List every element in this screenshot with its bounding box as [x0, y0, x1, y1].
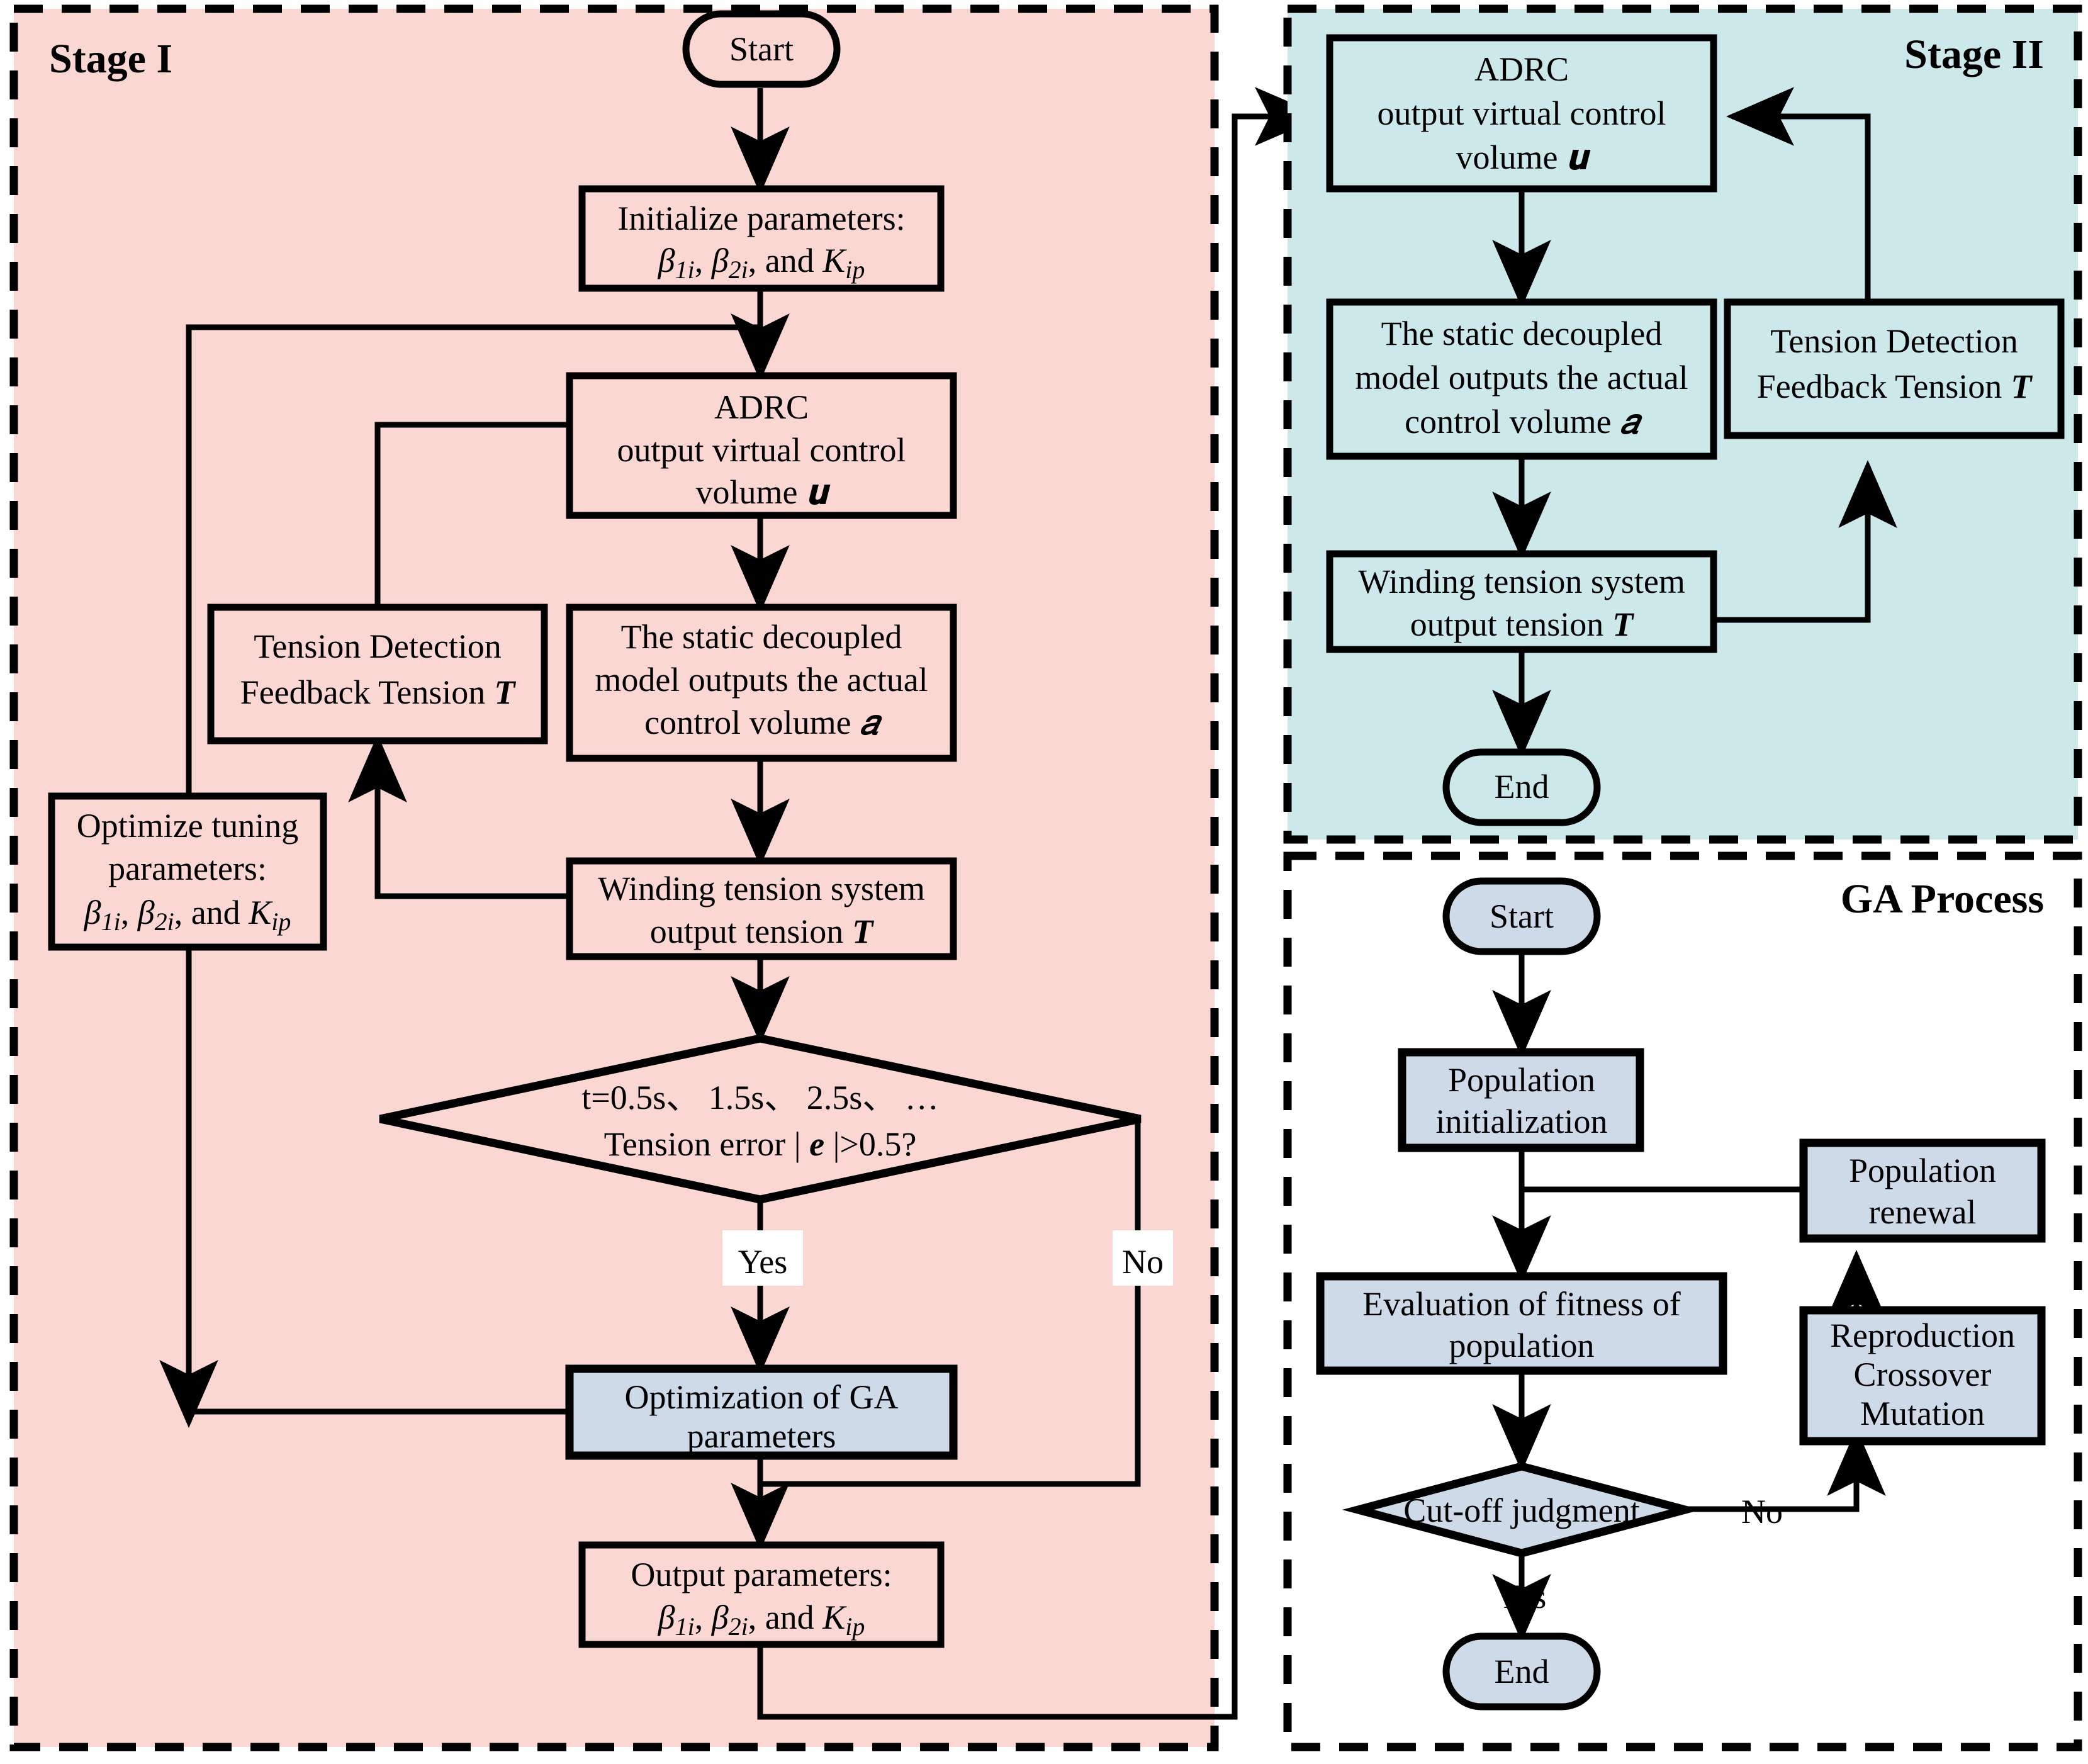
stage1-decision-line1: t=0.5s、 1.5s、 2.5s、 … [581, 1079, 939, 1116]
ga-cutoff-node[interactable]: Cut-off judgment [1342, 1462, 1702, 1558]
stage1-yes-label: Yes [722, 1230, 803, 1286]
stage2-tension-line1: Tension Detection [1770, 322, 2018, 360]
ga-pop-renewal-line1: Population [1849, 1152, 1996, 1189]
stage1-static-decoupled-node[interactable]: The static decoupled model outputs the a… [566, 604, 957, 762]
stage1-ga-optimization-node[interactable]: Optimization of GA parameters [565, 1364, 958, 1460]
stage1-static-line1: The static decoupled [621, 618, 902, 656]
stage2-winding-line1: Winding tension system [1358, 563, 1685, 600]
stage1-initialize-line1: Initialize parameters: [617, 199, 905, 237]
stage1-decision-node[interactable]: t=0.5s、 1.5s、 2.5s、 … Tension error | e … [379, 1034, 1142, 1204]
stage1-start-label: Start [729, 30, 794, 68]
ga-reproduction-line2: Crossover [1854, 1356, 1992, 1393]
stage1-optimize-line2: parameters: [108, 850, 267, 887]
ga-reproduction-line1: Reproduction [1830, 1317, 2015, 1354]
stage1-decision-line2: Tension error | e |>0.5? [604, 1125, 917, 1163]
ga-reproduction-node[interactable]: Reproduction Crossover Mutation [1799, 1306, 2046, 1446]
ga-evaluation-node[interactable]: Evaluation of fitness of population [1316, 1272, 1727, 1375]
stage-1-panel: Stage I [9, 4, 1323, 1751]
stage1-static-line2: model outputs the actual [595, 661, 928, 699]
stage-2-panel: Stage II ADRC output virtual control vol… [1283, 4, 2082, 844]
stage-1-title: Stage I [49, 36, 172, 82]
stage1-yes-text: Yes [738, 1243, 788, 1281]
ga-end-node[interactable]: End [1442, 1632, 1601, 1711]
stage1-adrc-line1: ADRC [714, 388, 809, 426]
stage1-output-line2: β1i, β2i, and Kip [658, 1598, 865, 1641]
stage1-no-label: No [1113, 1230, 1173, 1286]
stage1-start-node[interactable]: Start [682, 10, 841, 88]
stage1-initialize-node[interactable]: Initialize parameters: β1i, β2i, and Kip [578, 185, 945, 292]
stage-1-connectors [159, 87, 1323, 1720]
stage1-output-params-node[interactable]: Output parameters: β1i, β2i, and Kip [578, 1541, 945, 1648]
stage-2-title: Stage II [1904, 31, 2044, 77]
ga-pop-renewal-node[interactable]: Population renewal [1799, 1138, 2046, 1243]
stage2-end-label: End [1495, 768, 1549, 806]
ga-pop-init-line1: Population [1448, 1061, 1595, 1099]
ga-pop-init-line2: initialization [1436, 1103, 1608, 1140]
stage1-ga-opt-line1: Optimization of GA [625, 1378, 899, 1416]
ga-start-node[interactable]: Start [1442, 877, 1601, 955]
ga-process-connectors [1492, 931, 1886, 1642]
stage1-optimize-line1: Optimize tuning [77, 807, 298, 845]
stage2-static-decoupled-node[interactable]: The static decoupled model outputs the a… [1326, 298, 1717, 460]
ga-start-label: Start [1490, 897, 1554, 935]
ga-evaluation-line1: Evaluation of fitness of [1362, 1285, 1680, 1323]
stage1-initialize-line2: β1i, β2i, and Kip [658, 242, 865, 284]
stage2-end-node[interactable]: End [1442, 748, 1601, 826]
stage-2-connectors [1492, 87, 1897, 758]
stage1-no-text: No [1122, 1243, 1164, 1281]
ga-end-label: End [1495, 1653, 1549, 1690]
stage1-tension-detection-line1: Tension Detection [254, 627, 502, 665]
stage1-optimize-tuning-node[interactable]: Optimize tuning parameters: β1i, β2i, an… [48, 792, 327, 951]
stage2-adrc-line1: ADRC [1474, 50, 1569, 88]
stage1-ga-opt-line2: parameters [687, 1417, 836, 1455]
stage1-winding-line1: Winding tension system [598, 870, 925, 907]
stage2-adrc-line2: output virtual control [1378, 94, 1666, 132]
ga-yes-label: Yes [1497, 1578, 1547, 1615]
stage2-static-line1: The static decoupled [1381, 315, 1663, 352]
ga-process-panel: GA Process Start Population init [1283, 851, 2082, 1751]
stage1-adrc-line2: output virtual control [617, 431, 906, 469]
ga-reproduction-line3: Mutation [1860, 1395, 1985, 1432]
ga-no-label: No [1741, 1493, 1783, 1531]
stage1-optimize-line3: β1i, β2i, and Kip [84, 894, 291, 936]
ga-evaluation-line2: population [1449, 1327, 1595, 1364]
stage2-static-line2: model outputs the actual [1355, 359, 1688, 396]
ga-process-title: GA Process [1841, 876, 2044, 922]
stage1-output-line1: Output parameters: [631, 1556, 892, 1593]
ga-pop-renewal-line2: renewal [1869, 1193, 1977, 1231]
ga-pop-init-node[interactable]: Population initialization [1398, 1048, 1644, 1152]
ga-cutoff-label: Cut-off judgment [1403, 1492, 1639, 1529]
